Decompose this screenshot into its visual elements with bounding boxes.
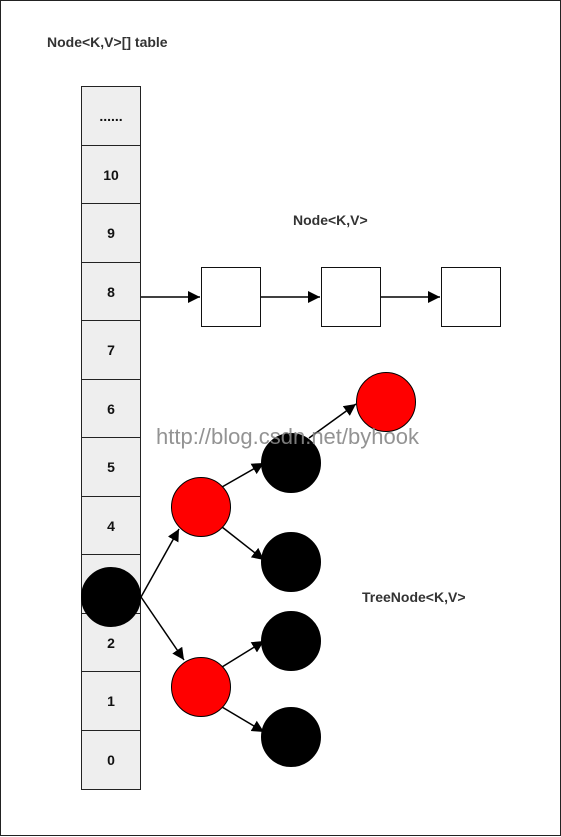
tree-edge: [221, 462, 265, 488]
tree-node-upper-left: [261, 433, 321, 493]
array-cell: 0: [81, 729, 141, 790]
array-cell: 8: [81, 261, 141, 322]
array-cell: 1: [81, 671, 141, 731]
tree-edge: [140, 596, 185, 661]
list-node: [321, 267, 381, 327]
watermark: http://blog.csdn.net/byhook: [156, 424, 419, 449]
array-cell: 9: [81, 203, 141, 263]
array-cell: 7: [81, 320, 141, 380]
list-label: Node<K,V>: [293, 212, 368, 228]
tree-node-root: [81, 567, 141, 627]
tree-node-lower-red: [171, 657, 231, 717]
tree-label: TreeNode<K,V>: [362, 589, 466, 605]
tree-node-lower-left: [261, 611, 321, 671]
list-node: [201, 267, 261, 327]
tree-edge: [221, 706, 265, 733]
tree-edge: [221, 526, 265, 561]
tree-node-lower-right: [261, 707, 321, 767]
array-cell: 6: [81, 378, 141, 439]
tree-node-upper-red: [171, 477, 231, 537]
tree-node-upper-right: [261, 532, 321, 592]
array-cell: 4: [81, 495, 141, 556]
tree-node-upper-left-child: [356, 372, 416, 432]
tree-edge: [221, 640, 265, 668]
tree-edge: [140, 528, 180, 598]
array-cell: 10: [81, 144, 141, 205]
array-cell: 5: [81, 437, 141, 497]
hash-table-array: ...... 10 9 8 7 6 5 4 3 2 1 0: [81, 86, 141, 790]
table-label: Node<K,V>[] table: [47, 34, 168, 50]
list-node: [441, 267, 501, 327]
array-cell: ......: [81, 86, 141, 146]
